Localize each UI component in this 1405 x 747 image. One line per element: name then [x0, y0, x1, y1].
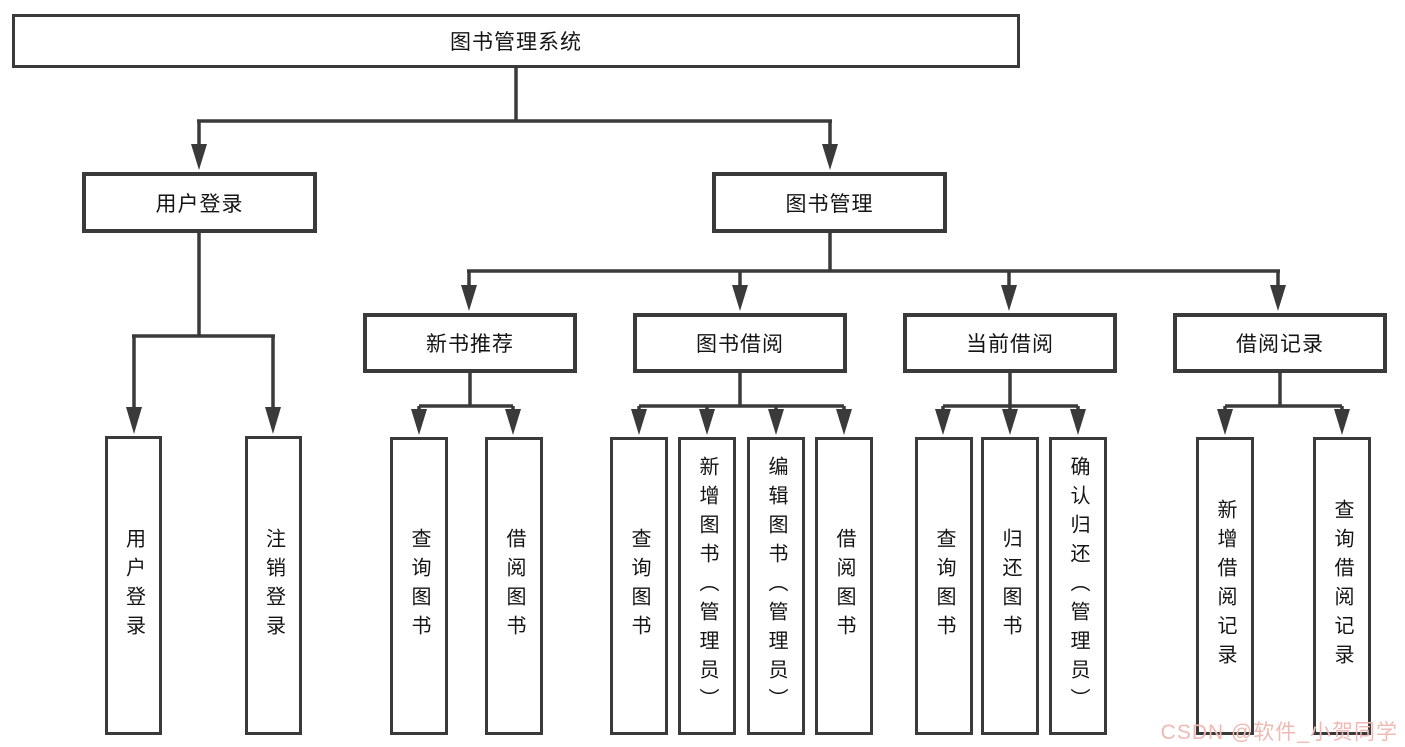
node-label: 归还图书 [999, 528, 1021, 644]
node-book-management-branch: 图书管理 [712, 172, 947, 233]
node-label: 借阅图书 [833, 528, 855, 644]
node-leaf-query-books-recommend: 查询图书 [390, 437, 448, 735]
node-label: 查询图书 [628, 528, 650, 644]
node-leaf-add-borrow-record: 新增借阅记录 [1196, 437, 1254, 735]
node-label: 注销登录 [262, 527, 285, 644]
node-leaf-borrow-books-recommend: 借阅图书 [485, 437, 543, 735]
node-root-system: 图书管理系统 [12, 14, 1020, 68]
node-leaf-confirm-return-admin: 确认归还（管理员） [1049, 437, 1107, 735]
node-label: 图书借阅 [696, 333, 784, 356]
node-label: 图书管理 [785, 192, 874, 216]
node-leaf-logout: 注销登录 [245, 436, 302, 735]
node-leaf-return-books: 归还图书 [981, 437, 1039, 735]
node-label: 当前借阅 [966, 333, 1054, 356]
node-label: 图书管理系统 [450, 31, 582, 54]
node-label: 新书推荐 [426, 333, 514, 356]
node-leaf-query-books-current: 查询图书 [915, 437, 973, 735]
node-leaf-user-login: 用户登录 [105, 436, 162, 735]
node-leaf-query-books-borrow: 查询图书 [610, 437, 668, 735]
node-leaf-borrow-books: 借阅图书 [815, 437, 873, 735]
node-label: 新增图书（管理员） [696, 455, 718, 717]
node-label: 借阅记录 [1236, 333, 1324, 356]
node-label: 编辑图书（管理员） [765, 455, 787, 717]
node-book-borrow: 图书借阅 [633, 313, 847, 373]
node-leaf-edit-books-admin: 编辑图书（管理员） [747, 437, 805, 735]
node-current-borrow: 当前借阅 [903, 313, 1117, 373]
node-label: 用户登录 [155, 192, 244, 216]
node-label: 新增借阅记录 [1214, 499, 1236, 673]
node-label: 查询图书 [933, 528, 955, 644]
node-label: 借阅图书 [503, 528, 525, 644]
node-leaf-query-borrow-record: 查询借阅记录 [1313, 437, 1371, 735]
node-user-login-branch: 用户登录 [82, 172, 317, 233]
node-label: 用户登录 [122, 527, 145, 644]
node-new-book-recommend: 新书推荐 [363, 313, 577, 373]
node-label: 确认归还（管理员） [1067, 455, 1089, 717]
csdn-watermark: CSDN @软件_小贺同学 [1160, 721, 1398, 744]
node-leaf-add-books-admin: 新增图书（管理员） [678, 437, 736, 735]
node-label: 查询图书 [408, 528, 430, 644]
node-borrow-records: 借阅记录 [1173, 313, 1387, 373]
node-label: 查询借阅记录 [1331, 499, 1353, 673]
